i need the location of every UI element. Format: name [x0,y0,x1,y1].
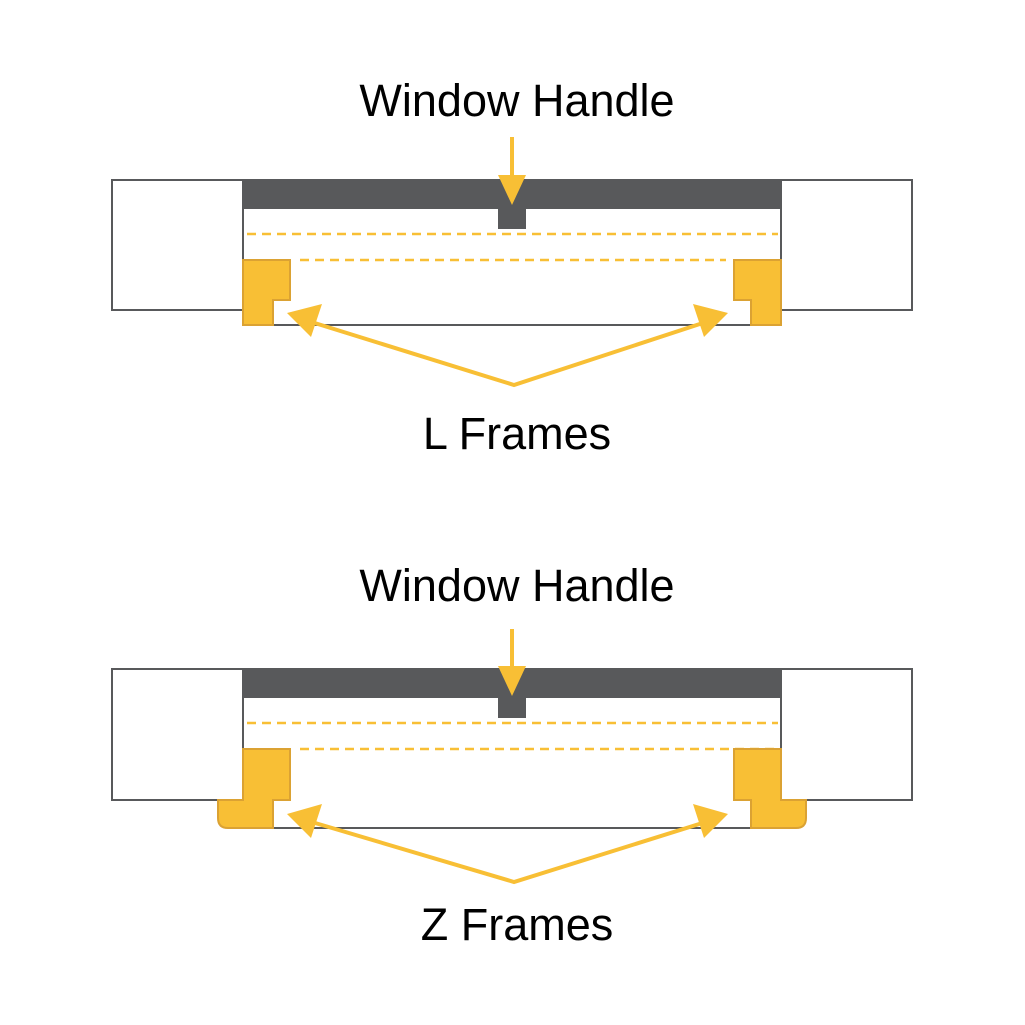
left-wall [111,179,244,311]
left-l-frame [242,259,291,326]
right-l-frame [733,259,782,326]
right-z-frame [733,748,807,829]
z-frames-label: Z Frames [421,899,614,950]
right-wall [780,668,913,801]
l-frames-label: L Frames [423,408,611,459]
z-frame-diagram: Window Handle Z Frames [111,560,913,950]
right-wall [780,179,913,311]
window-handle-label: Window Handle [359,560,674,611]
window-handle [498,694,526,718]
frames-arrows [304,318,713,388]
arrowhead-icon [693,304,728,337]
frames-arrows [304,818,713,885]
arrowhead-icon [287,804,322,838]
left-wall [111,668,244,801]
arrowhead-icon [498,175,526,205]
window-handle-label: Window Handle [359,75,674,126]
arrowhead-icon [287,304,322,337]
arrowhead-icon [498,666,526,696]
left-z-frame [217,748,291,829]
l-frame-diagram: Window Handle L Frames [111,75,913,459]
arrowhead-icon [693,804,728,838]
window-handle [498,205,526,229]
